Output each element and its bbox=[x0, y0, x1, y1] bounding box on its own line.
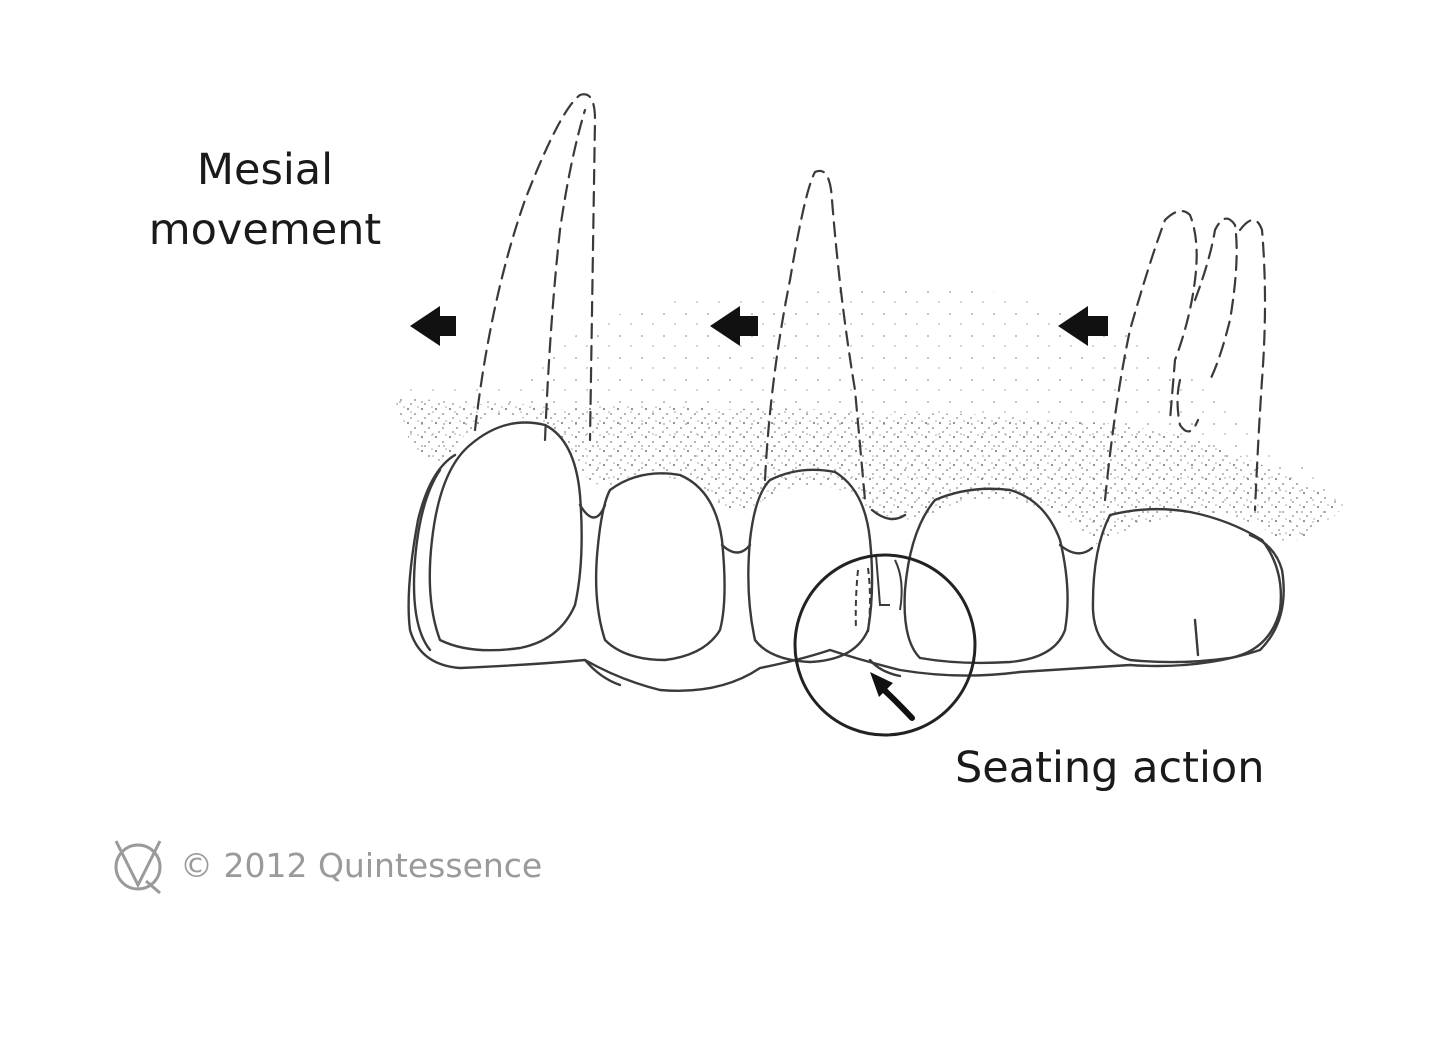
seating-action-label: Seating action bbox=[955, 743, 1265, 793]
copyright-text: © 2012 Quintessence bbox=[180, 845, 543, 885]
mesial-arrow-3 bbox=[1058, 306, 1108, 346]
premolar-1-crown bbox=[594, 472, 726, 662]
molar-2-crown bbox=[1091, 507, 1283, 664]
copyright-notice: © 2012 Quintessence bbox=[108, 835, 542, 895]
molar-1-crown bbox=[903, 487, 1069, 665]
mesial-label-line2: movement bbox=[148, 205, 382, 256]
seating-focus-circle bbox=[793, 553, 977, 737]
clasp-detail bbox=[854, 554, 903, 633]
mesial-movement-label: Mesial movement bbox=[140, 140, 390, 260]
seating-arrow bbox=[870, 672, 915, 721]
mesial-label-line1: Mesial bbox=[196, 145, 334, 195]
mesial-arrow-2 bbox=[710, 306, 758, 346]
quintessence-logo-icon bbox=[114, 840, 162, 895]
mesial-arrow-1 bbox=[410, 306, 456, 346]
canine-crown bbox=[428, 421, 583, 652]
gingiva-stippling bbox=[395, 285, 1345, 545]
premolar-2-crown bbox=[747, 468, 874, 664]
roots bbox=[473, 93, 1267, 512]
crowns bbox=[407, 421, 1285, 692]
